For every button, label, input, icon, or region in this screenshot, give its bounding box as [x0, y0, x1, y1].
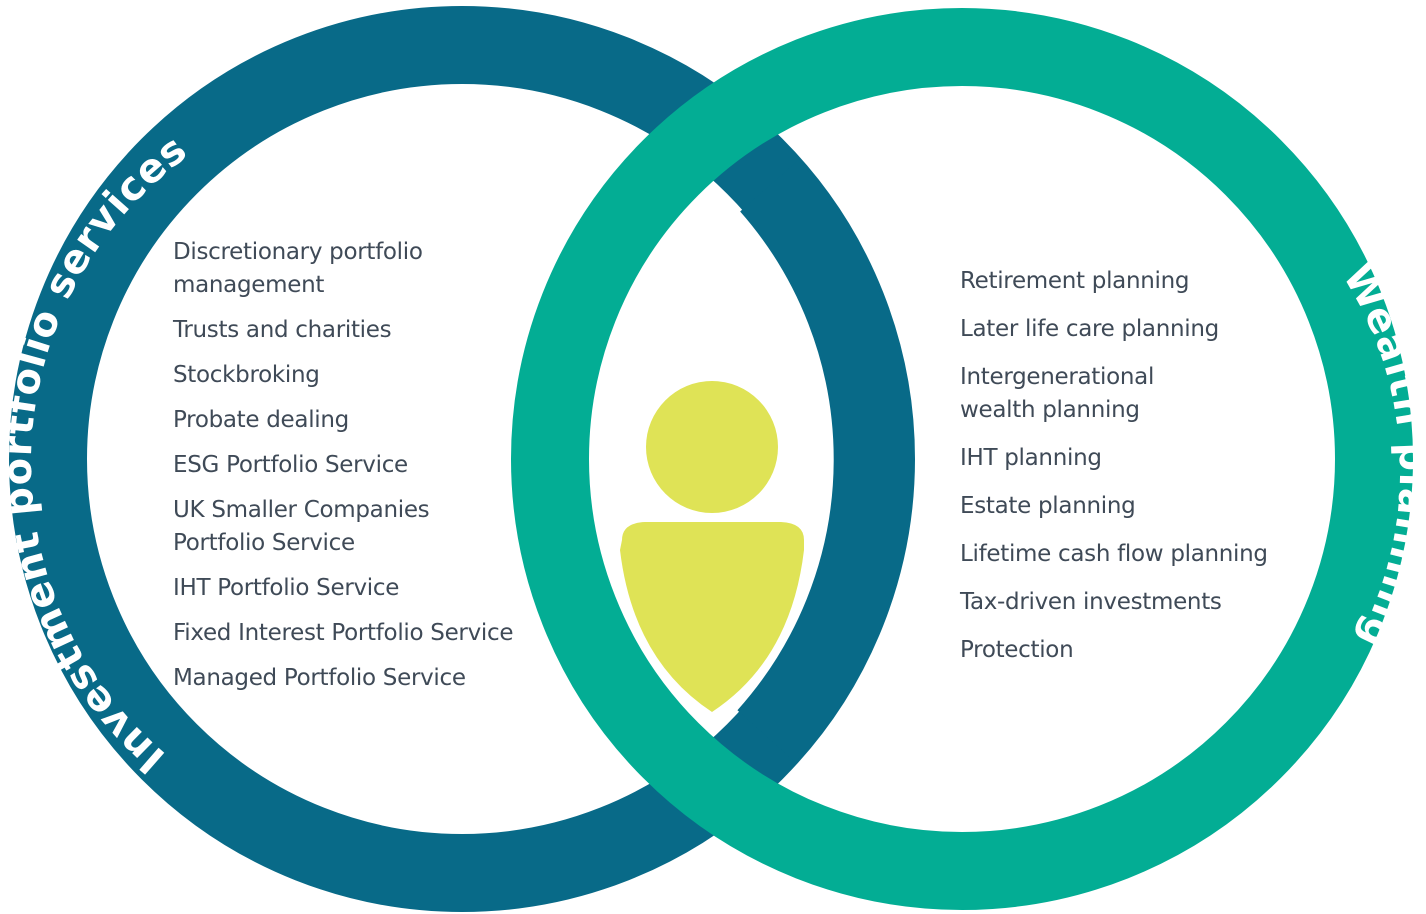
investment-list-item: UK Smaller Companies Portfolio Service — [173, 497, 430, 556]
wealth-list-item: Lifetime cash flow planning — [960, 541, 1268, 567]
wealth-list-item: Retirement planning — [960, 268, 1190, 294]
wealth-ring — [511, 8, 1413, 910]
investment-list-item: Stockbroking — [173, 362, 320, 388]
wealth-list-item: Tax-driven investments — [960, 589, 1222, 615]
investment-list-item: Managed Portfolio Service — [173, 665, 466, 691]
person-icon — [620, 381, 804, 712]
investment-list-item: Probate dealing — [173, 407, 349, 433]
wealth-list-item: IHT planning — [960, 445, 1102, 471]
wealth-list-item: Intergenerational wealth planning — [960, 364, 1155, 423]
wealth-list-item: Protection — [960, 637, 1074, 663]
investment-list-item: Fixed Interest Portfolio Service — [173, 620, 514, 646]
wealth-list-item: Later life care planning — [960, 316, 1219, 342]
investment-ring-overlap — [737, 159, 912, 763]
investment-list-item: ESG Portfolio Service — [173, 452, 408, 478]
investment-list-item: Discretionary portfolio management — [173, 239, 423, 298]
investment-list-item: IHT Portfolio Service — [173, 575, 400, 601]
investment-list-item: Trusts and charities — [173, 317, 392, 343]
wealth-list-item: Estate planning — [960, 493, 1136, 519]
